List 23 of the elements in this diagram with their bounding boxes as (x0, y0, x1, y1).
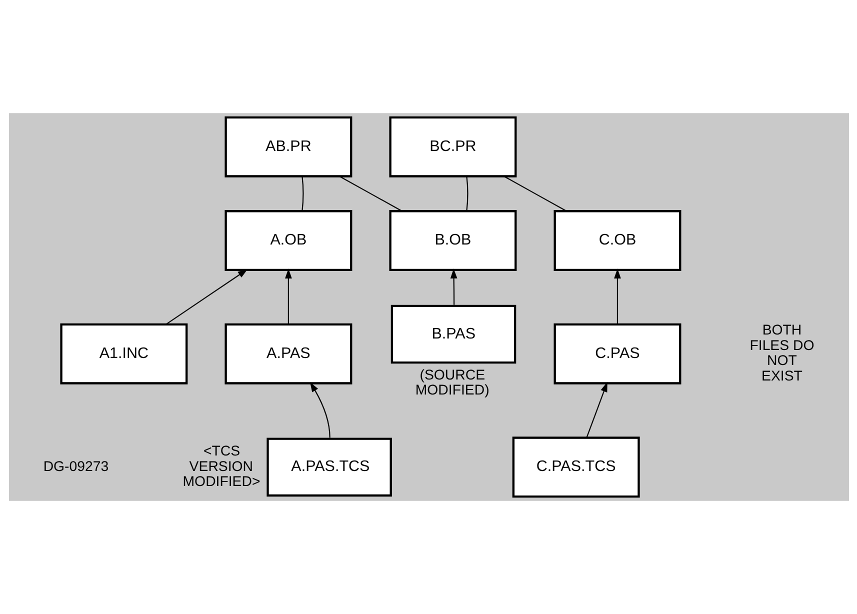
arrow (450, 268, 457, 305)
node-box: C.PAS.TCS (512, 436, 640, 498)
connector (466, 176, 468, 212)
arrow (165, 269, 248, 325)
node-box: A1.INC (60, 323, 188, 384)
arrow (586, 382, 607, 438)
node-label: <TCS VERSION MODIFIED> (182, 444, 260, 490)
node-box: AB.PR (224, 116, 352, 178)
arrow (284, 268, 292, 324)
node-box: C.PAS (553, 323, 681, 384)
node-box: BC.PR (388, 116, 516, 178)
connector (503, 176, 566, 212)
arrow (614, 268, 620, 324)
connector (338, 176, 402, 212)
arrow (310, 382, 330, 438)
node-box: A.OB (224, 210, 352, 272)
label: BOTH FILES DO NOT EXIST (749, 322, 814, 384)
node-box: A.PAS (224, 323, 352, 384)
connector (301, 176, 304, 212)
node-box: C.OB (553, 210, 681, 272)
label: DG-09273 (42, 458, 108, 475)
node-box: B.OB (388, 210, 516, 272)
node-label: (SOURCE MODIFIED) (414, 367, 489, 399)
